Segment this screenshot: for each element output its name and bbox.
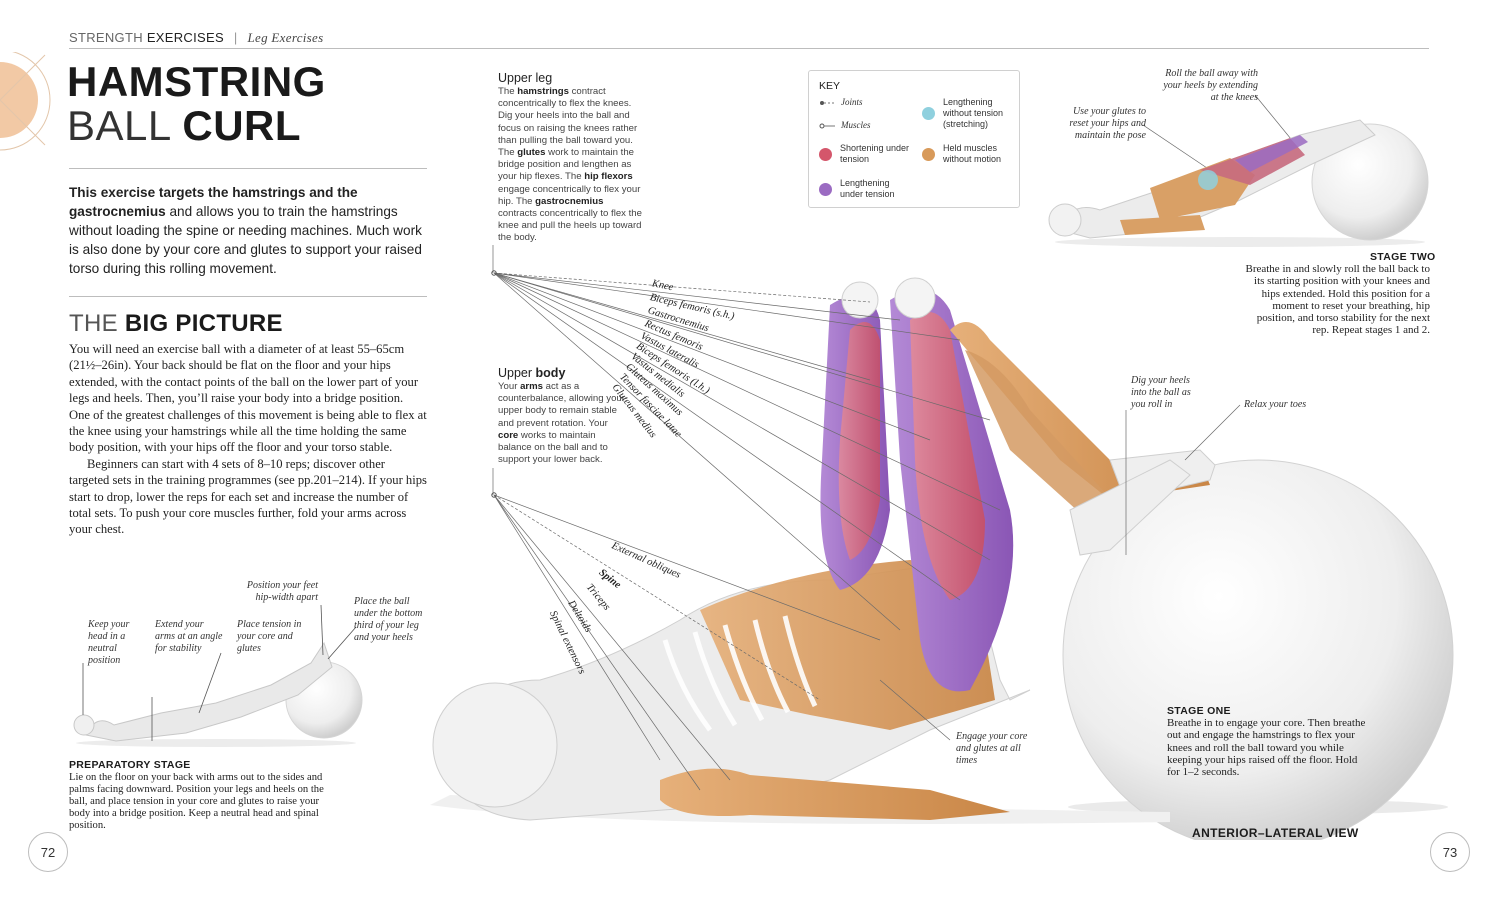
key-joints: Joints (819, 97, 863, 108)
title-word-ball: Ball (67, 102, 171, 149)
stage-two-annotation-roll: Roll the ball away with your heels by ex… (1163, 68, 1258, 103)
upper-leg-body: The hamstrings contract concentrically t… (498, 86, 642, 244)
preparatory-figure (73, 604, 363, 747)
big-picture-body: You will need an exercise ball with a di… (69, 341, 427, 538)
joint-line-icon (819, 99, 835, 107)
big-picture-p1: You will need an exercise ball with a di… (69, 342, 427, 455)
main-illustration (430, 277, 1454, 840)
intro-bold-a: This exercise targets the hamstrings and… (69, 185, 358, 200)
stage-one-body: Breathe in to engage your core. Then bre… (1167, 717, 1366, 779)
stage-one-title: STAGE ONE (1167, 705, 1231, 717)
big-picture-heading: The Big Picture (69, 310, 283, 338)
upper-leg-heading: Upper leg (498, 71, 553, 85)
preparatory-stage-body: Lie on the floor on your back with arms … (69, 772, 324, 832)
stage-two-figure (1048, 119, 1429, 247)
muscle-line-icon (819, 122, 835, 130)
stage-two-annotation-glutes: Use your glutes to reset your hips and m… (1069, 106, 1146, 141)
header-section-bold: EXERCISES (146, 30, 224, 45)
header-subsection: Leg Exercises (247, 30, 324, 45)
lengthening-dot-icon (819, 182, 832, 196)
annotation-dig-heels: Dig your heels into the ball as you roll… (1131, 375, 1191, 410)
stage-two-body: Breathe in and slowly roll the ball back… (1245, 263, 1430, 337)
big-picture-heading-light: The (69, 310, 118, 337)
intro-paragraph: This exercise targets the hamstrings and… (69, 183, 429, 278)
key-shortening: Shortening under tension (819, 143, 914, 165)
big-picture-p2: Beginners can start with 4 sets of 8–10 … (69, 456, 427, 537)
annotation-relax-toes: Relax your toes (1244, 399, 1307, 410)
key-title: KEY (819, 80, 841, 92)
page-number-left: 72 (28, 832, 68, 872)
key-lengthening: Lengthening under tension (819, 178, 914, 200)
view-label: ANTERIOR–LATERAL VIEW (1192, 826, 1359, 840)
header-rule (69, 48, 1429, 49)
key-lengthening-no-tension: Lengthening without tension (stretching) (922, 97, 1017, 130)
page-title: Hamstring Ball Curl (67, 60, 326, 148)
header-section-light: STRENGTH (69, 30, 143, 45)
header-separator: | (233, 30, 238, 45)
big-picture-heading-bold: Big Picture (124, 310, 283, 337)
shortening-dot-icon (819, 147, 832, 161)
prep-annotation-ball: Place the ball under the bottom third of… (354, 596, 423, 643)
running-header: STRENGTH EXERCISES | Leg Exercises (69, 30, 323, 46)
stretching-dot-icon (922, 107, 935, 120)
legend-key: KEY Joints Muscles Shortening under tens… (808, 70, 1020, 208)
upper-body-body: Your arms act as a counterbalance, allow… (498, 381, 625, 466)
prep-annotation-arms: Extend your arms at an angle for stabili… (155, 619, 223, 654)
prep-annotation-feet: Position your feet hip-width apart (246, 580, 318, 603)
intro-bold-b: gastrocnemius (69, 204, 166, 219)
prep-annotation-tension: Place tension in your core and glutes (237, 619, 302, 654)
title-line-1: Hamstring (67, 58, 326, 105)
page-number-right: 73 (1430, 832, 1470, 872)
corner-decoration (0, 52, 51, 151)
big-picture-rule (69, 296, 427, 297)
title-rule (69, 168, 427, 169)
title-line-2: Ball Curl (67, 104, 326, 148)
prep-annotation-head: Keep your head in a neutral position (88, 619, 130, 666)
stage-two-title: STAGE TWO (1370, 251, 1436, 263)
preparatory-stage-title: PREPARATORY STAGE (69, 759, 191, 771)
upper-body-heading: Upper body (498, 366, 566, 380)
title-word-curl: Curl (182, 102, 302, 149)
held-dot-icon (922, 147, 935, 161)
intro-rest: and allows you to train the hamstrings w… (69, 204, 422, 276)
key-held: Held muscles without motion (922, 143, 1017, 165)
key-muscles: Muscles (819, 120, 871, 131)
annotation-engage-core: Engage your core and glutes at all times (956, 731, 1028, 766)
